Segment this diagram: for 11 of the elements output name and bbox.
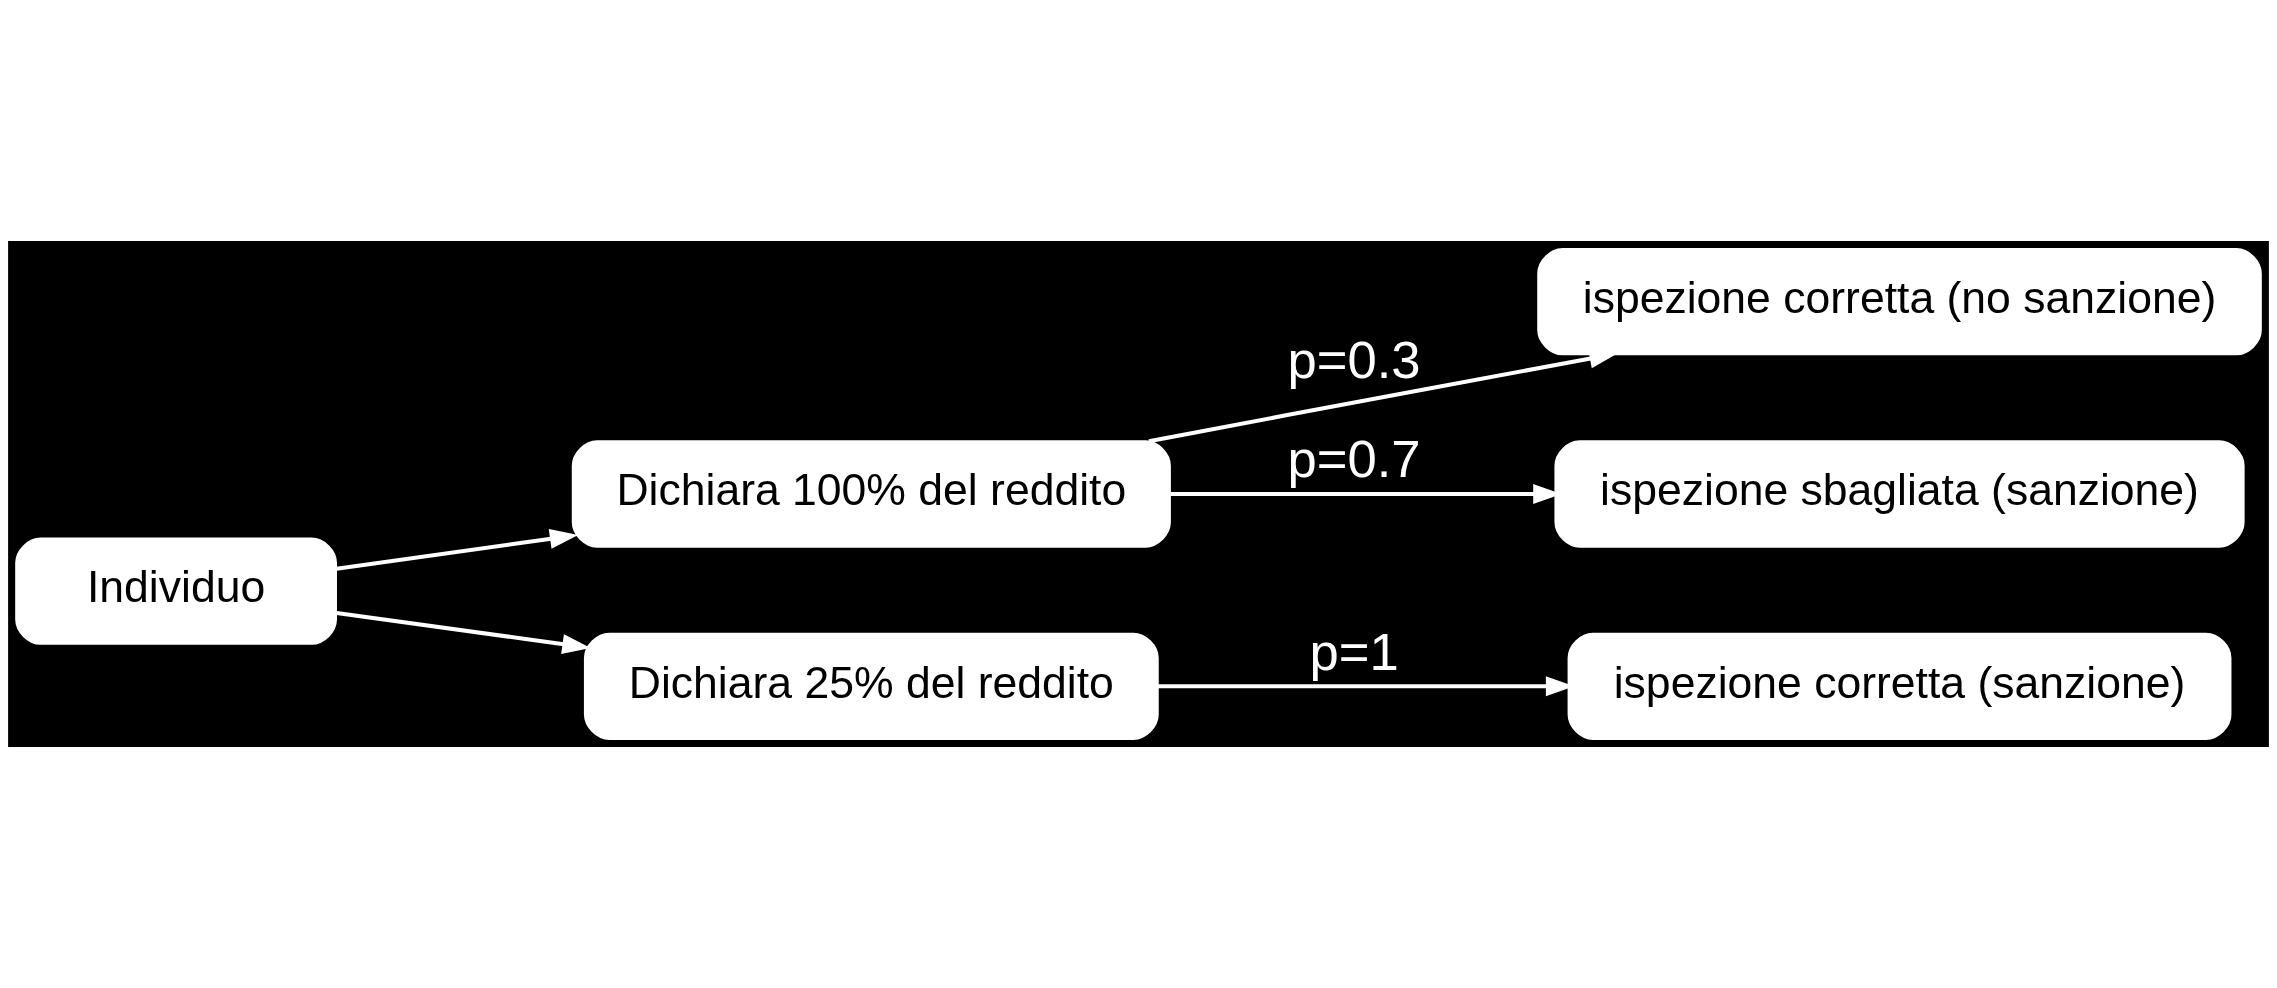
arrow <box>336 610 591 654</box>
node-box: ispezione corretta (no sanzione) <box>1537 248 2262 356</box>
node-box: ispezione corretta (sanzione) <box>1567 632 2232 740</box>
node-box: Dichiara 100% del reddito <box>571 440 1171 548</box>
node-box: Individuo <box>15 537 337 645</box>
edge-label: p=0.7 <box>1287 429 1421 489</box>
node-box: Dichiara 25% del reddito <box>583 632 1159 740</box>
arrow <box>336 529 579 571</box>
edge-label: p=1 <box>1309 621 1399 681</box>
node-box: ispezione sbagliata (sanzione) <box>1554 440 2245 548</box>
edge-label: p=0.3 <box>1287 330 1421 390</box>
